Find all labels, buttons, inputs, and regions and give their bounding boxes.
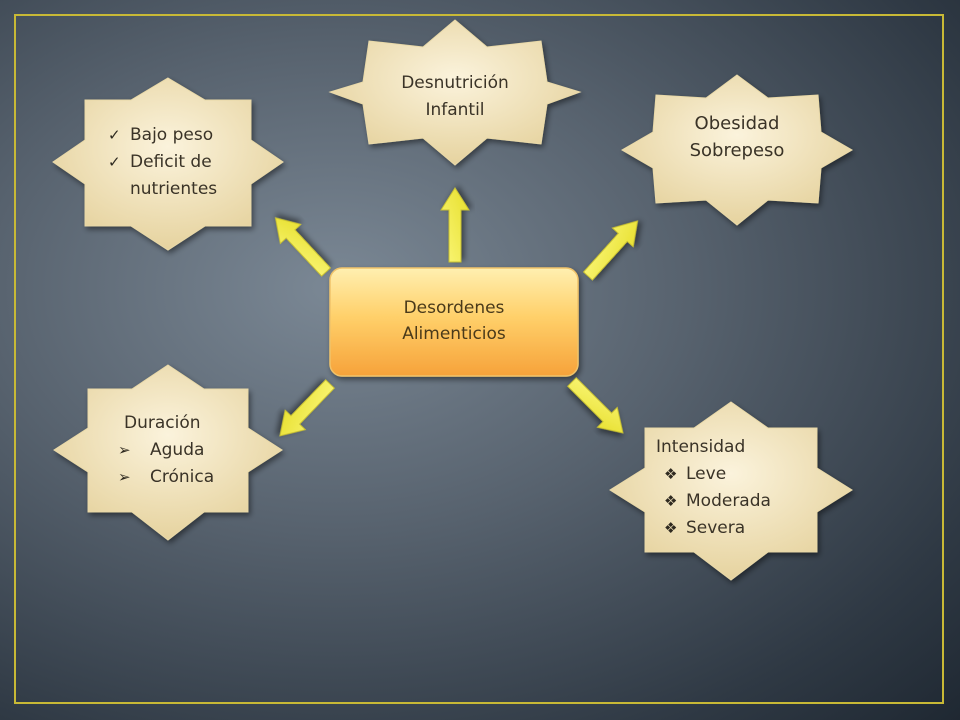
star-desnutricion xyxy=(328,19,582,166)
arrow-up xyxy=(440,187,470,263)
list-item-text: Leve xyxy=(686,464,727,484)
arrowhead-icon: ➢ xyxy=(118,468,131,486)
arrow-down-right xyxy=(567,377,624,434)
list-item: ❖ Leve xyxy=(648,461,818,488)
center-box xyxy=(329,267,579,377)
list-item: ➢ Aguda xyxy=(112,437,252,464)
list-item-continuation: nutrientes xyxy=(106,176,246,203)
center-label: Desordenes Alimenticios xyxy=(330,295,578,347)
star-bajo-peso xyxy=(52,77,284,251)
diamond-quad-icon: ❖ xyxy=(664,519,678,537)
duracion-list: ➢ Aguda ➢ Crónica xyxy=(112,437,252,491)
list-item: ➢ Crónica xyxy=(112,464,252,491)
star-obesidad xyxy=(621,74,853,226)
arrowhead-icon: ➢ xyxy=(118,441,131,459)
arrow-down-left xyxy=(279,379,336,437)
list-item: ✓ Deficit de xyxy=(106,149,246,176)
obesidad-line-2: Sobrepeso xyxy=(689,140,785,161)
arrow-up-left xyxy=(274,217,332,277)
check-icon: ✓ xyxy=(108,126,121,144)
node-bajo-peso: ✓ Bajo peso ✓ Deficit de nutrientes xyxy=(106,122,246,203)
intensidad-list: ❖ Leve ❖ Moderada ❖ Severa xyxy=(648,461,818,542)
list-item-text: Crónica xyxy=(150,467,215,487)
slide-frame xyxy=(14,14,944,704)
star-duracion xyxy=(53,364,283,541)
node-intensidad: Intensidad ❖ Leve ❖ Moderada ❖ Severa xyxy=(648,434,818,542)
diamond-quad-icon: ❖ xyxy=(664,492,678,510)
center-line-1: Desordenes xyxy=(403,298,505,318)
diamond-quad-icon: ❖ xyxy=(664,465,678,483)
list-item-text: nutrientes xyxy=(130,179,218,199)
list-item-text: Severa xyxy=(686,518,746,538)
arrow-up-right xyxy=(582,220,639,281)
intensidad-title: Intensidad xyxy=(656,437,746,457)
list-item: ❖ Moderada xyxy=(648,488,818,515)
list-item: ✓ Bajo peso xyxy=(106,122,246,149)
center-line-2: Alimenticios xyxy=(402,324,506,344)
obesidad-line-1: Obesidad xyxy=(694,113,780,134)
node-obesidad: Obesidad Sobrepeso xyxy=(652,110,822,164)
star-intensidad xyxy=(609,401,853,581)
list-item: ❖ Severa xyxy=(648,515,818,542)
node-duracion: Duración ➢ Aguda ➢ Crónica xyxy=(112,410,252,491)
desnutricion-line-2: Infantil xyxy=(425,100,485,120)
list-item-text: Bajo peso xyxy=(130,125,214,145)
node-desnutricion: Desnutrición Infantil xyxy=(370,70,540,124)
check-icon: ✓ xyxy=(108,153,121,171)
desnutricion-line-1: Desnutrición xyxy=(401,73,509,93)
list-item-text: Deficit de xyxy=(130,152,212,172)
bajo-peso-list: ✓ Bajo peso ✓ Deficit de nutrientes xyxy=(106,122,246,203)
list-item-text: Moderada xyxy=(686,491,771,511)
list-item-text: Aguda xyxy=(150,440,205,460)
duracion-title: Duración xyxy=(124,413,201,433)
